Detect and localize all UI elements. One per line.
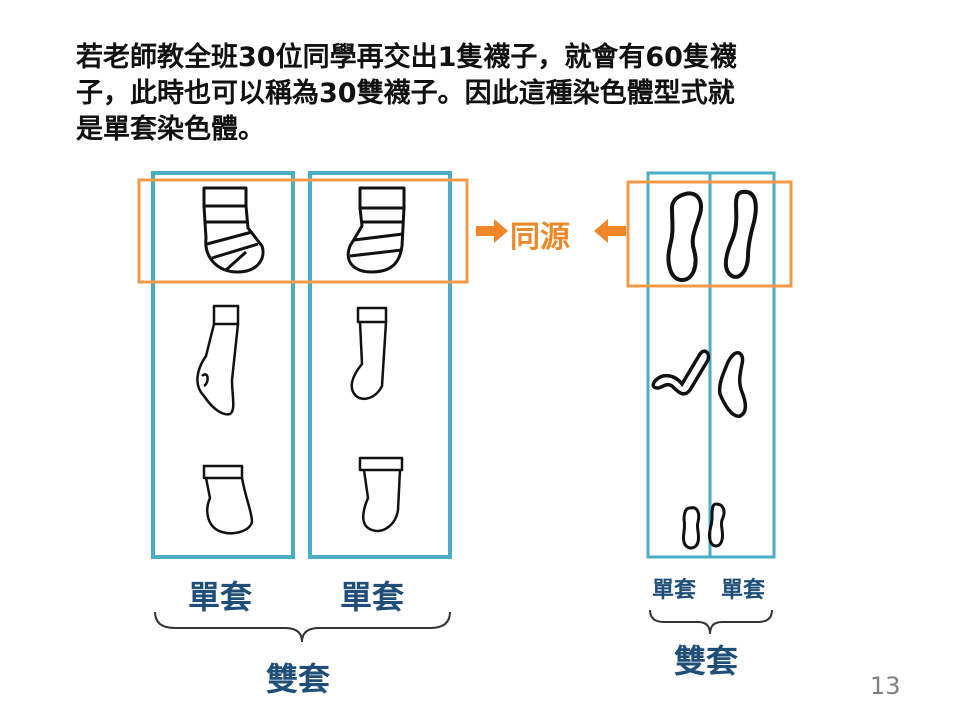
short-sock-left-icon [202,464,254,535]
chromosome-small-right-icon [707,502,726,548]
striped-sock-left-icon [202,186,265,274]
short-sock-right-icon [358,456,404,533]
chromosome-column-left-frame [646,171,712,559]
socks-pair-label: 雙套 [266,660,331,698]
same-origin-label: 同源 [510,220,570,255]
chromosome-single-right-label: 單套 [721,578,766,603]
paragraph-line-2: 子，此時也可以稱為30雙襪子。因此這種染色體型式就 [76,78,735,109]
page-number: 13 [870,672,901,700]
sock-column-right-frame [308,171,452,559]
chromosome-pair-label: 雙套 [674,642,739,680]
arrow-right-icon [476,219,508,243]
chromosome-small-left-icon [681,506,701,550]
chromosome-large-left-icon [666,191,703,283]
chromosome-medium-right-icon [717,351,748,418]
socks-single-left-label: 單套 [188,578,253,616]
chromosome-single-left-label: 單套 [652,578,697,603]
body-paragraph: 若老師教全班30位同學再交出1隻襪子，就會有60隻襪 子，此時也可以稱為30雙襪… [76,40,876,148]
sock-column-left-frame [151,171,295,559]
chromosome-medium-left-icon [651,349,711,396]
plain-sock-left-icon [196,304,240,416]
arrow-left-icon [594,219,626,243]
chromosome-column-right-frame [708,171,776,559]
chromosome-pair-brace [649,609,773,635]
homologous-chromosomes-highlight [626,180,793,288]
plain-sock-right-icon [350,306,388,400]
socks-single-right-label: 單套 [340,578,405,616]
striped-sock-right-icon [346,186,406,274]
chromosome-large-right-icon [724,189,758,279]
paragraph-line-3: 是單套染色體。 [76,114,265,145]
paragraph-line-1: 若老師教全班30位同學再交出1隻襪子，就會有60隻襪 [76,42,737,73]
homologous-socks-highlight [137,178,469,284]
socks-pair-brace [154,611,451,643]
